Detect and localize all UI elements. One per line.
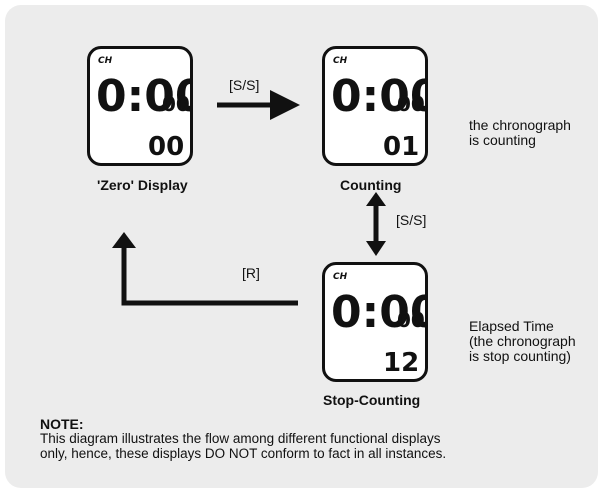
arrow-stop-to-zero-head [112, 232, 136, 248]
hundredths-readout: 00 [397, 92, 425, 116]
time-readout: 0:00 [96, 71, 190, 122]
caption-zero: 'Zero' Display [97, 177, 188, 193]
stop-note-line-2: (the chronograph [469, 333, 576, 349]
label-ss-start: [S/S] [229, 77, 260, 93]
lcd-zero-display: CH 0:00 00 00 [87, 46, 193, 166]
counting-note-line-2: is counting [469, 132, 536, 148]
bottom-readout: 12 [383, 348, 419, 378]
hundredths-readout: 00 [397, 308, 425, 332]
mode-label: CH [333, 56, 348, 66]
stop-note: Elapsed Time (the chronograph is stop co… [469, 319, 576, 364]
bottom-readout: 01 [383, 132, 419, 162]
caption-stop-counting: Stop-Counting [323, 392, 421, 408]
stop-note-line-3: is stop counting) [469, 348, 571, 364]
lcd-stop-counting: CH 0:00 00 12 [322, 262, 428, 382]
bottom-readout: 00 [148, 132, 184, 162]
counting-note-line-1: the chronograph [469, 117, 571, 133]
arrow-down-head [366, 241, 386, 256]
time-readout: 0:00 [331, 287, 425, 338]
arrow-stop-to-zero [121, 245, 298, 306]
mode-label: CH [333, 272, 348, 282]
note-line-1: This diagram illustrates the flow among … [40, 431, 441, 446]
stop-note-line-1: Elapsed Time [469, 318, 554, 334]
lcd-counting: CH 0:00 00 01 [322, 46, 428, 166]
label-ss-stop: [S/S] [396, 212, 427, 228]
label-reset: [R] [242, 265, 260, 281]
note-title: NOTE: [40, 416, 84, 432]
caption-counting: Counting [340, 177, 402, 193]
hundredths-readout: 00 [162, 92, 190, 116]
time-readout: 0:00 [331, 71, 425, 122]
note-body: This diagram illustrates the flow among … [40, 431, 580, 461]
mode-label: CH [98, 56, 113, 66]
arrow-up-head [366, 192, 386, 206]
counting-note: the chronograph is counting [469, 118, 571, 148]
note-line-2: only, hence, these displays DO NOT confo… [40, 446, 447, 461]
